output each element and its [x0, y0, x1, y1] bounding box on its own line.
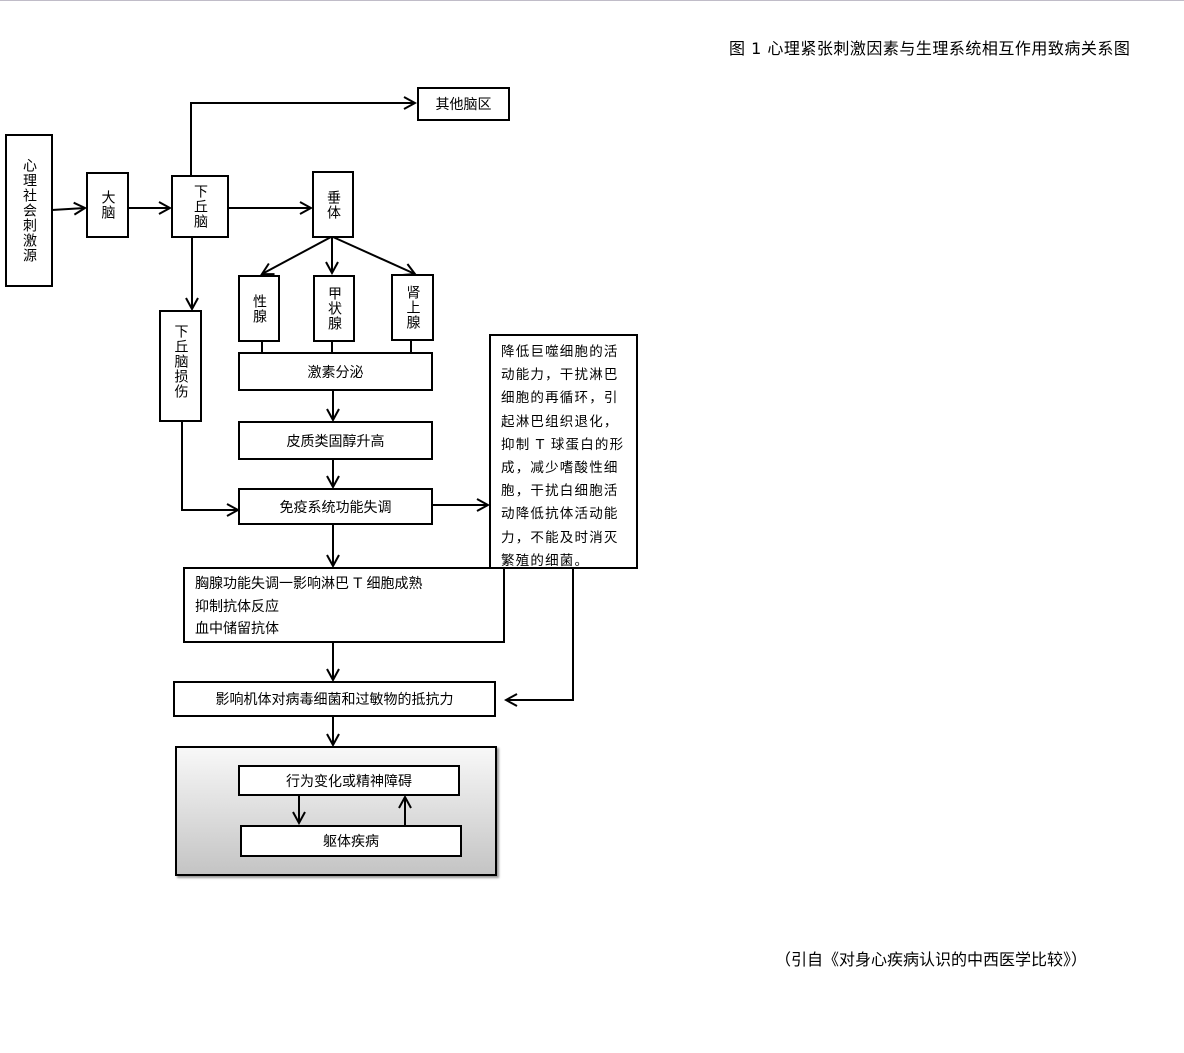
arrow-injury-to-immune — [181, 395, 238, 510]
arrow-effects-to-resistance — [506, 545, 574, 700]
node-immune: 免疫系统功能失调 — [238, 488, 433, 525]
node-thyroid-label: 甲状腺 — [326, 286, 342, 331]
node-source: 心理社会刺激源 — [5, 134, 53, 287]
node-behavior-label: 行为变化或精神障碍 — [286, 773, 412, 790]
node-cortisol-label: 皮质类固醇升高 — [286, 433, 385, 450]
figure-title: 图 1 心理紧张刺激因素与生理系统相互作用致病关系图 — [729, 39, 1131, 58]
node-cerebrum: 大脑 — [86, 172, 129, 238]
node-thyroid: 甲状腺 — [313, 275, 355, 342]
thymus-line-1: 胸腺功能失调一影响淋巴 T 细胞成熟 — [195, 576, 423, 592]
node-cerebrum-label: 大脑 — [99, 190, 116, 220]
node-adrenal: 肾上腺 — [391, 274, 434, 341]
node-hypothalamus: 下丘脑 — [171, 175, 229, 238]
arrow-pituitary-to-adrenal — [332, 236, 415, 274]
node-hypothalamus-label: 下丘脑 — [192, 184, 208, 229]
node-gonad-label: 性腺 — [251, 293, 267, 324]
node-thymus: 胸腺功能失调一影响淋巴 T 细胞成熟 抑制抗体反应 血中储留抗体 — [183, 567, 505, 643]
node-pituitary: 垂体 — [312, 171, 354, 238]
node-resistance-label: 影响机体对病毒细菌和过敏物的抵抗力 — [215, 692, 454, 708]
node-somatic-label: 躯体疾病 — [323, 834, 379, 850]
top-border — [0, 0, 1184, 1]
node-behavior: 行为变化或精神障碍 — [238, 765, 460, 796]
node-other-brain-label: 其他脑区 — [435, 97, 492, 113]
node-resistance: 影响机体对病毒细菌和过敏物的抵抗力 — [173, 681, 496, 717]
node-somatic: 躯体疾病 — [240, 825, 462, 857]
citation: （引自《对身心疾病认识的中西医学比较》） — [775, 950, 1088, 969]
arrow-source-to-cerebrum — [51, 208, 85, 210]
node-hormone-label: 激素分泌 — [307, 364, 364, 381]
node-cortisol: 皮质类固醇升高 — [238, 421, 433, 460]
node-adrenal-label: 肾上腺 — [404, 285, 421, 330]
node-hypothalamus-injury: 下丘脑损伤 — [159, 310, 202, 422]
thymus-line-3: 血中储留抗体 — [195, 621, 279, 637]
node-hormone: 激素分泌 — [238, 352, 433, 391]
node-gonad: 性腺 — [238, 275, 280, 342]
node-other-brain: 其他脑区 — [417, 87, 510, 121]
node-macrophage-effects-text: 降低巨噬细胞的活动能力，干扰淋巴细胞的再循环，引起淋巴组织退化，抑制 T 球蛋白… — [501, 344, 625, 569]
thymus-line-2: 抑制抗体反应 — [195, 598, 279, 615]
node-pituitary-label: 垂体 — [325, 189, 341, 220]
node-immune-label: 免疫系统功能失调 — [279, 499, 392, 516]
node-macrophage-effects: 降低巨噬细胞的活动能力，干扰淋巴细胞的再循环，引起淋巴组织退化，抑制 T 球蛋白… — [489, 334, 638, 569]
node-source-label: 心理社会刺激源 — [21, 158, 37, 263]
arrow-pituitary-to-gonad — [262, 236, 332, 274]
node-hypothalamus-injury-label: 下丘脑损伤 — [172, 324, 189, 399]
arrow-hypothalamus-to-other-brain — [190, 103, 415, 175]
